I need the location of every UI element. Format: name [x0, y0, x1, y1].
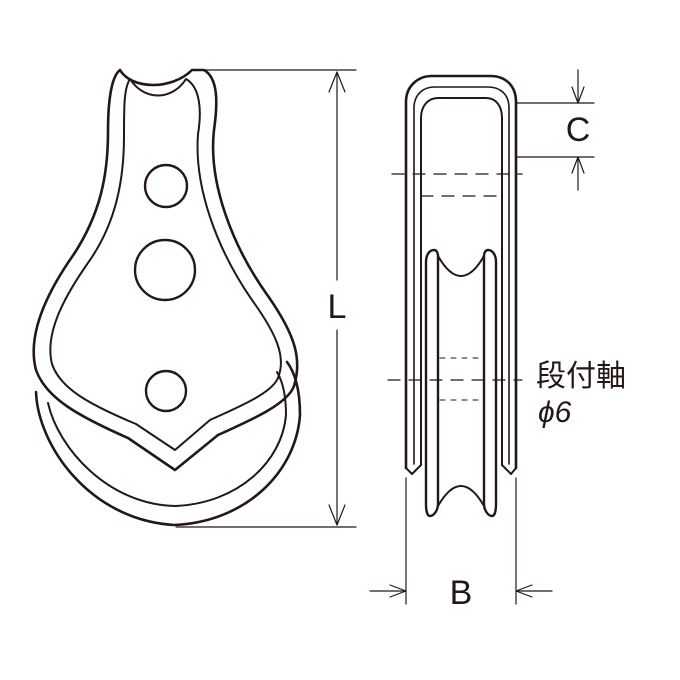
bracket-inner	[49, 78, 282, 451]
dimension-clearance: C	[515, 69, 595, 191]
shaft-diameter-label: ϕ6	[538, 396, 572, 429]
side-sheave-right	[482, 248, 498, 518]
sheave-outer	[34, 360, 302, 527]
mounting-hole-middle	[133, 238, 197, 302]
sheave-inner	[47, 371, 287, 507]
side-sheave-left	[424, 248, 440, 518]
mounting-hole-top	[143, 163, 189, 209]
arrow-up	[328, 71, 346, 93]
shaft-callout: 段付軸 ϕ6	[536, 360, 626, 429]
dimension-width: B	[369, 477, 553, 612]
side-view	[387, 74, 523, 518]
left-tip	[405, 464, 422, 475]
side-bracket-inner	[420, 97, 503, 466]
dimension-length: L	[175, 69, 357, 528]
arrow-b-right	[389, 584, 407, 598]
sheave-groove-bottom	[437, 485, 485, 507]
shaft-name-label: 段付軸	[536, 360, 626, 393]
arrow-b-left	[515, 584, 533, 598]
axle-hole	[144, 369, 188, 413]
side-bracket-outer	[404, 74, 518, 470]
bracket-outer	[32, 68, 299, 472]
right-tip	[501, 464, 517, 475]
sheave-groove-top	[437, 255, 485, 277]
arrow-c-down	[571, 86, 585, 104]
side-bracket-middle	[413, 86, 510, 109]
clearance-label: C	[566, 111, 591, 149]
arrow-c-up	[571, 156, 585, 174]
arrow-down	[328, 504, 346, 526]
width-label: B	[450, 574, 473, 612]
front-view	[32, 68, 302, 527]
length-label: L	[328, 288, 347, 326]
